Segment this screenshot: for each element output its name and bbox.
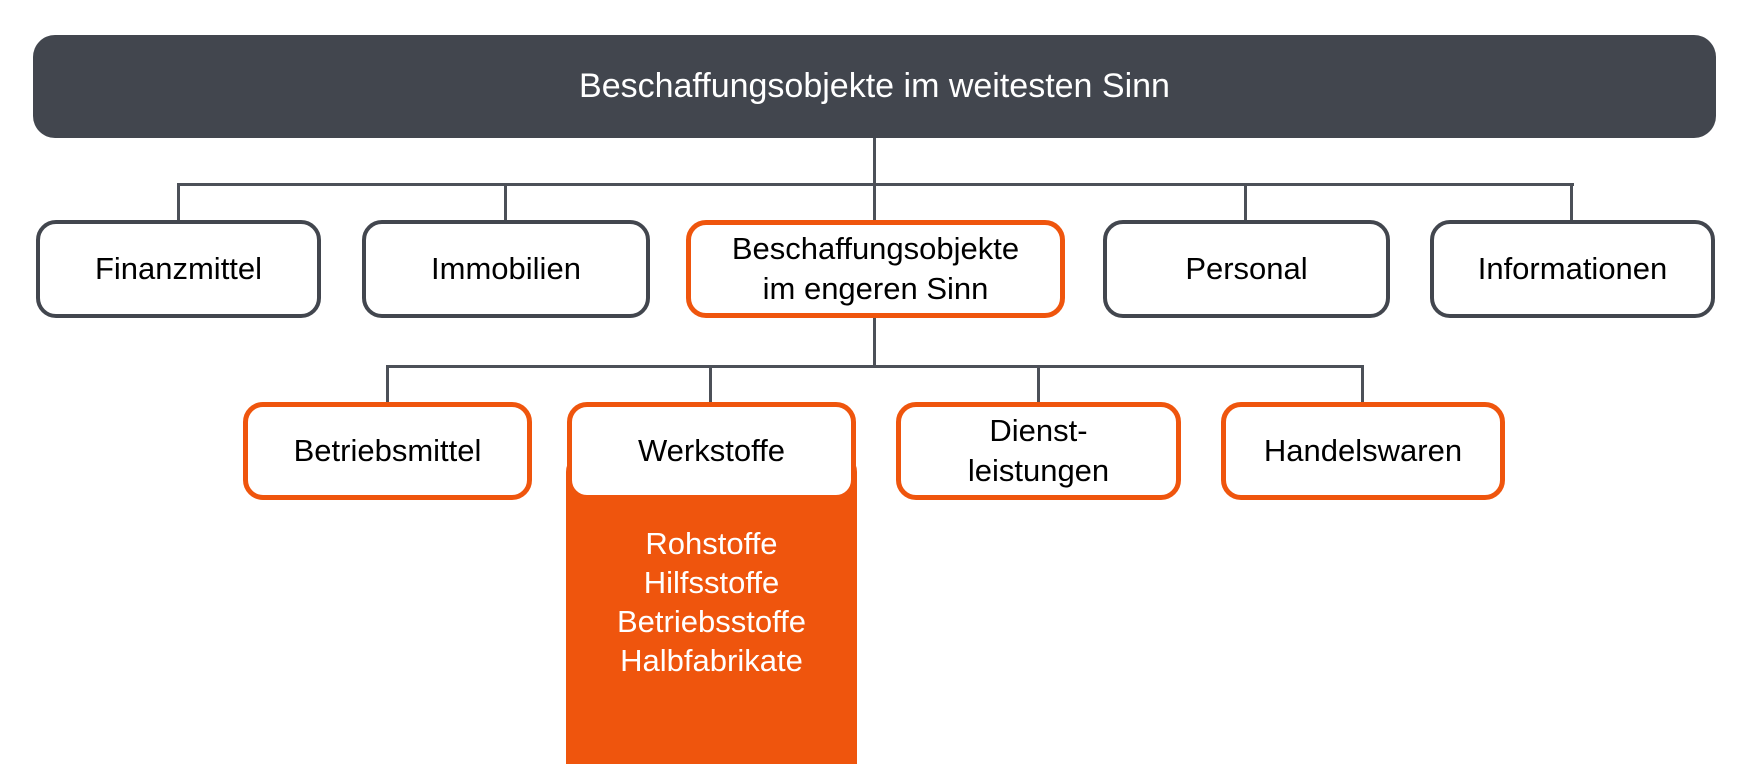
connector-drop-finanzmittel: [177, 183, 180, 220]
connector-drop-immobilien: [504, 183, 507, 220]
node-beschaffungsobjekte-engeren-sinn-label: Beschaffungsobjekte im engeren Sinn: [731, 231, 1020, 306]
connector-drop-informationen: [1570, 183, 1573, 220]
root-node-beschaffungsobjekte-weitesten-sinn: Beschaffungsobjekte im weitesten Sinn: [33, 35, 1716, 138]
connector-drop-werkstoffe: [709, 365, 712, 402]
node-informationen: Informationen: [1430, 220, 1715, 318]
connector-drop-dienstleistungen: [1037, 365, 1040, 402]
node-immobilien: Immobilien: [362, 220, 650, 318]
node-beschaffungsobjekte-engeren-sinn: Beschaffungsobjekte im engeren Sinn: [686, 220, 1065, 318]
node-immobilien-label: Immobilien: [431, 251, 581, 286]
node-handelswaren-label: Handelswaren: [1263, 433, 1463, 468]
root-node-label: Beschaffungsobjekte im weitesten Sinn: [579, 67, 1170, 105]
node-handelswaren: Handelswaren: [1221, 402, 1505, 500]
connector-drop-personal: [1244, 183, 1247, 220]
connector-drop-handelswaren: [1361, 365, 1364, 402]
connector-drop-betriebsmittel: [386, 365, 389, 402]
connector-level3-rail: [386, 365, 1364, 368]
connector-root-drop: [873, 138, 876, 220]
node-finanzmittel: Finanzmittel: [36, 220, 321, 318]
node-betriebsmittel-label: Betriebsmittel: [293, 433, 482, 468]
node-finanzmittel-label: Finanzmittel: [94, 251, 263, 286]
node-werkstoffe-label: Werkstoffe: [637, 433, 786, 468]
werkstoffe-sub-box: Rohstoffe Hilfsstoffe Betriebsstoffe Hal…: [566, 450, 857, 764]
sub-item-rohstoffe: Rohstoffe: [645, 526, 778, 561]
node-werkstoffe: Werkstoffe: [567, 402, 856, 500]
node-betriebsmittel: Betriebsmittel: [243, 402, 532, 500]
sub-item-hilfsstoffe: Hilfsstoffe: [643, 565, 780, 600]
sub-item-betriebsstoffe: Betriebsstoffe: [617, 604, 806, 639]
node-personal-label: Personal: [1185, 251, 1308, 286]
node-personal: Personal: [1103, 220, 1390, 318]
connector-level2-rail: [177, 183, 1574, 186]
node-dienstleistungen-label: Dienst- leistungen: [967, 413, 1110, 488]
sub-item-halbfabrikate: Halbfabrikate: [620, 643, 803, 678]
connector-engeren-sinn-drop: [873, 318, 876, 367]
node-informationen-label: Informationen: [1477, 251, 1668, 286]
node-dienstleistungen: Dienst- leistungen: [896, 402, 1181, 500]
